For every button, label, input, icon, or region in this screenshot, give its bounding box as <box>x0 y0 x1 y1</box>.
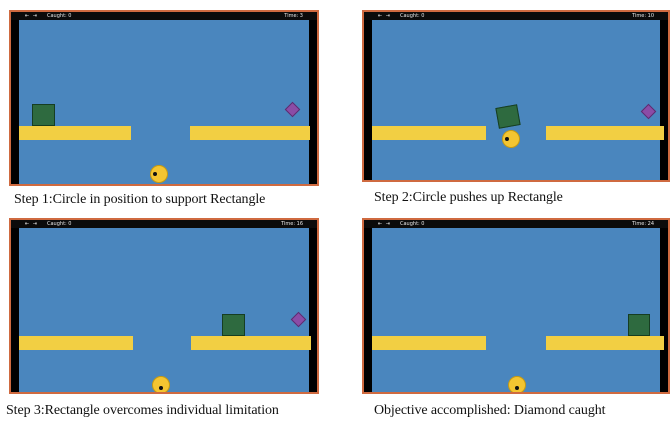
circle-agent <box>502 130 520 148</box>
left-platform <box>19 126 131 140</box>
right-platform <box>191 336 311 350</box>
game-screen: ⇤ ⇥ Caught: 0 Time: 16 <box>9 218 319 394</box>
caught-counter: Caught: 0 <box>400 13 425 19</box>
circle-agent-eye <box>153 172 157 176</box>
playfield <box>372 20 664 180</box>
rectangle-agent <box>628 314 650 336</box>
menu-icon: ⇤ ⇥ <box>25 221 38 227</box>
panel-step-3: ⇤ ⇥ Caught: 0 Time: 16 Step 3:Rectangle … <box>6 218 319 418</box>
menu-icon: ⇤ ⇥ <box>25 13 38 19</box>
menu-icon: ⇤ ⇥ <box>378 13 391 19</box>
time-counter: Time: 24 <box>632 221 654 227</box>
game-screen: ⇤ ⇥ Caught: 0 Time: 10 <box>362 10 670 182</box>
left-platform <box>372 336 486 350</box>
menu-icon: ⇤ ⇥ <box>378 221 391 227</box>
hud-bar: ⇤ ⇥ Caught: 0 Time: 10 <box>364 12 668 20</box>
rectangle-agent <box>32 104 55 126</box>
hud-bar: ⇤ ⇥ Caught: 0 Time: 24 <box>364 220 668 228</box>
step-caption: Objective accomplished: Diamond caught <box>374 403 606 418</box>
playfield <box>372 228 664 392</box>
diamond-collectible <box>640 103 657 120</box>
left-platform <box>19 336 133 350</box>
rectangle-agent <box>495 104 521 129</box>
right-platform <box>546 336 664 350</box>
game-screen: ⇤ ⇥ Caught: 0 Time: 3 <box>9 10 319 186</box>
panel-step-2: ⇤ ⇥ Caught: 0 Time: 10 Step 2:Circle pus… <box>362 10 670 205</box>
diamond-collectible <box>290 311 307 328</box>
hud-bar: ⇤ ⇥ Caught: 0 Time: 3 <box>11 12 317 20</box>
playfield <box>19 228 311 392</box>
caught-counter: Caught: 0 <box>400 221 425 227</box>
diamond-collectible <box>284 101 301 118</box>
circle-agent-eye <box>159 386 163 390</box>
step-caption: Step 2:Circle pushes up Rectangle <box>374 190 563 205</box>
left-platform <box>372 126 486 140</box>
playfield <box>19 20 310 184</box>
time-counter: Time: 10 <box>632 13 654 19</box>
step-caption: Step 1:Circle in position to support Rec… <box>14 192 266 207</box>
circle-agent <box>508 376 526 392</box>
game-screen: ⇤ ⇥ Caught: 0 Time: 24 <box>362 218 670 394</box>
caught-counter: Caught: 0 <box>47 221 72 227</box>
hud-bar: ⇤ ⇥ Caught: 0 Time: 16 <box>11 220 317 228</box>
caught-counter: Caught: 0 <box>47 13 72 19</box>
rectangle-agent <box>222 314 245 336</box>
circle-agent <box>152 376 170 392</box>
circle-agent <box>150 165 168 183</box>
circle-agent-eye <box>505 137 509 141</box>
panel-step-4: ⇤ ⇥ Caught: 0 Time: 24 Objective accompl… <box>362 218 670 418</box>
panel-step-1: ⇤ ⇥ Caught: 0 Time: 3 Step 1:Circle in p… <box>9 10 319 207</box>
time-counter: Time: 16 <box>281 221 303 227</box>
right-platform <box>190 126 310 140</box>
right-platform <box>546 126 664 140</box>
circle-agent-eye <box>515 386 519 390</box>
step-caption: Step 3:Rectangle overcomes individual li… <box>6 403 279 418</box>
time-counter: Time: 3 <box>284 13 303 19</box>
